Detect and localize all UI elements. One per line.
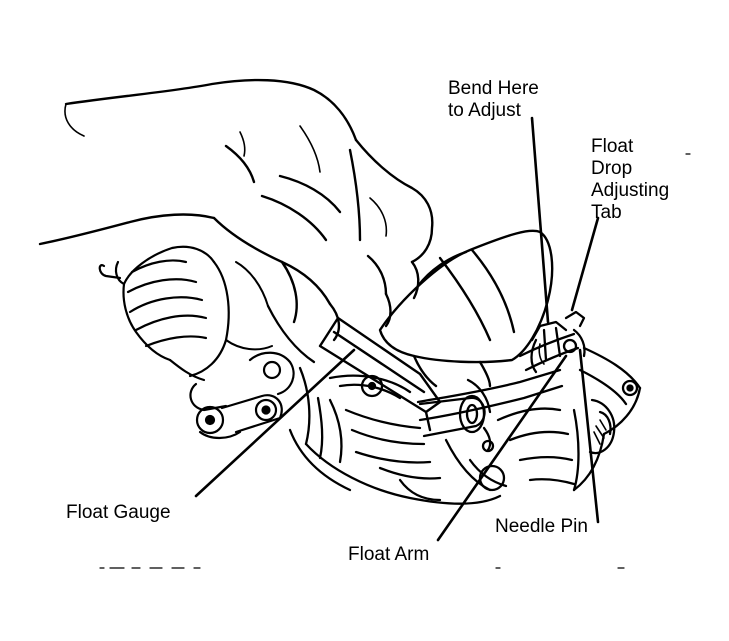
leader-lines [194,116,600,542]
leader-bend-here [530,116,550,324]
leader-float-drop-tab [570,216,600,312]
label-float-drop-tab: Float Drop Adjusting Tab [591,136,669,224]
label-float-drop-tab-line-3: Adjusting [591,180,670,201]
fuel-inlet [418,378,495,453]
label-bend-here-line-2: to Adjust [448,100,521,121]
leader-float-arm [436,354,568,542]
label-needle-pin: Needle Pin [495,516,588,537]
label-bend-here-line-1: Bend Here [448,78,539,99]
float [378,229,554,388]
label-bend-here: Bend Here to Adjust [448,78,539,122]
carburetor-body [266,304,580,505]
label-float-gauge: Float Gauge [66,502,171,523]
label-float-drop-tab-line-1: Float [591,136,634,157]
vacuum-diaphragm [98,245,273,382]
hand [38,78,434,342]
right-flange [572,346,642,492]
label-float-drop-tab-line-4: Tab [591,202,622,223]
float-gauge-tool [318,316,442,432]
scan-marks [99,153,691,569]
mounting-bracket [189,351,295,440]
label-float-drop-tab-line-2: Drop [591,158,633,179]
label-float-arm: Float Arm [348,544,430,565]
leader-needle-pin [578,348,600,524]
leader-float-gauge [194,348,356,498]
